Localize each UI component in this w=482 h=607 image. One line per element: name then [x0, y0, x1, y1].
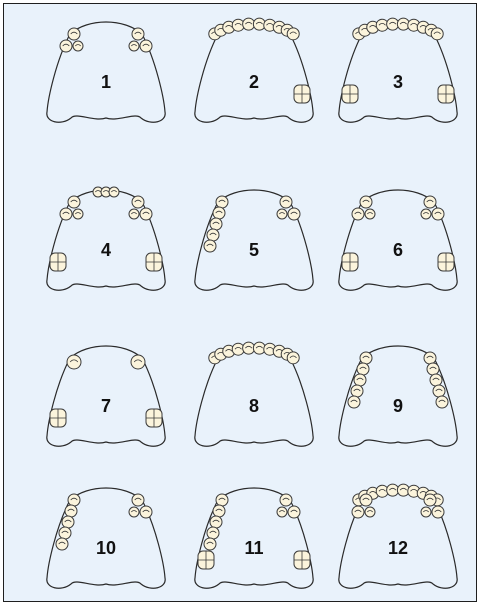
tooth: [59, 527, 71, 539]
tooth: [62, 516, 74, 528]
tooth: [129, 507, 139, 517]
tooth: [204, 538, 216, 550]
arch-tooth: [243, 342, 255, 354]
plate-diagram-4: 4: [47, 187, 165, 290]
tooth: [352, 208, 364, 220]
tooth: [207, 527, 219, 539]
tooth: [60, 40, 72, 52]
diagram-label: 10: [96, 538, 116, 558]
tooth: [68, 28, 80, 40]
tooth: [67, 355, 81, 369]
plate-diagram-11: 11: [195, 488, 313, 588]
tooth: [213, 207, 225, 219]
plate-diagram-6: 6: [339, 190, 457, 290]
tooth: [132, 196, 144, 208]
plate-diagram-9: 9: [339, 346, 457, 446]
tooth: [348, 396, 360, 408]
tooth: [351, 385, 363, 397]
tooth: [213, 505, 225, 517]
arch-tooth: [243, 18, 255, 30]
arch-tooth: [287, 352, 299, 364]
diagram-label: 5: [249, 240, 259, 260]
diagram-label: 6: [393, 240, 403, 260]
plate-diagram-3: 3: [339, 18, 457, 122]
tooth: [210, 218, 222, 230]
tooth: [68, 494, 80, 506]
tooth: [360, 352, 372, 364]
tooth: [204, 240, 216, 252]
incisor-tooth: [109, 187, 119, 197]
tooth: [357, 363, 369, 375]
tooth: [288, 208, 300, 220]
diagram-label: 1: [101, 72, 111, 92]
plate-diagram-1: 1: [47, 22, 165, 122]
plate-diagram-12: 12: [339, 484, 457, 588]
tooth: [132, 28, 144, 40]
plate-diagram-8: 8: [195, 342, 313, 446]
arch-tooth: [431, 28, 443, 40]
tooth: [432, 506, 444, 518]
diagram-label: 8: [249, 396, 259, 416]
plate-diagram-7: 7: [47, 346, 165, 446]
tooth: [132, 494, 144, 506]
tooth: [73, 209, 83, 219]
tooth: [360, 196, 372, 208]
diagram-label: 7: [101, 396, 111, 416]
arch-tooth: [287, 28, 299, 40]
tooth: [354, 374, 366, 386]
tooth: [277, 209, 287, 219]
diagram-label: 9: [393, 396, 403, 416]
tooth: [365, 209, 375, 219]
tooth: [68, 196, 80, 208]
tooth: [427, 363, 439, 375]
tooth: [210, 516, 222, 528]
tooth: [352, 506, 364, 518]
tooth: [430, 374, 442, 386]
tooth: [424, 196, 436, 208]
diagram-label: 2: [249, 72, 259, 92]
tooth: [433, 385, 445, 397]
tooth: [207, 229, 219, 241]
plate-diagram-5: 5: [195, 190, 313, 290]
diagram-label: 11: [244, 538, 263, 558]
tooth: [60, 208, 72, 220]
tooth: [56, 538, 68, 550]
tooth: [131, 355, 145, 369]
tooth: [432, 208, 444, 220]
tooth: [65, 505, 77, 517]
tooth: [129, 209, 139, 219]
arch-tooth: [387, 18, 399, 30]
tooth: [365, 507, 375, 517]
tooth: [140, 208, 152, 220]
tooth: [288, 506, 300, 518]
tooth: [140, 506, 152, 518]
tooth: [424, 352, 436, 364]
diagram-label: 3: [393, 72, 403, 92]
tooth: [129, 41, 139, 51]
tooth: [280, 494, 292, 506]
arch-tooth: [387, 484, 399, 496]
tooth: [216, 196, 228, 208]
tooth: [140, 40, 152, 52]
tooth: [73, 41, 83, 51]
diagram-label: 12: [388, 538, 408, 558]
tooth: [216, 494, 228, 506]
diagram-label: 4: [101, 240, 111, 260]
tooth: [360, 494, 372, 506]
tooth: [421, 209, 431, 219]
plate-diagram-10: 10: [47, 488, 165, 588]
tooth: [424, 494, 436, 506]
tooth: [280, 196, 292, 208]
tooth: [277, 507, 287, 517]
tooth: [421, 507, 431, 517]
tooth: [436, 396, 448, 408]
plate-diagram-2: 2: [195, 18, 313, 122]
